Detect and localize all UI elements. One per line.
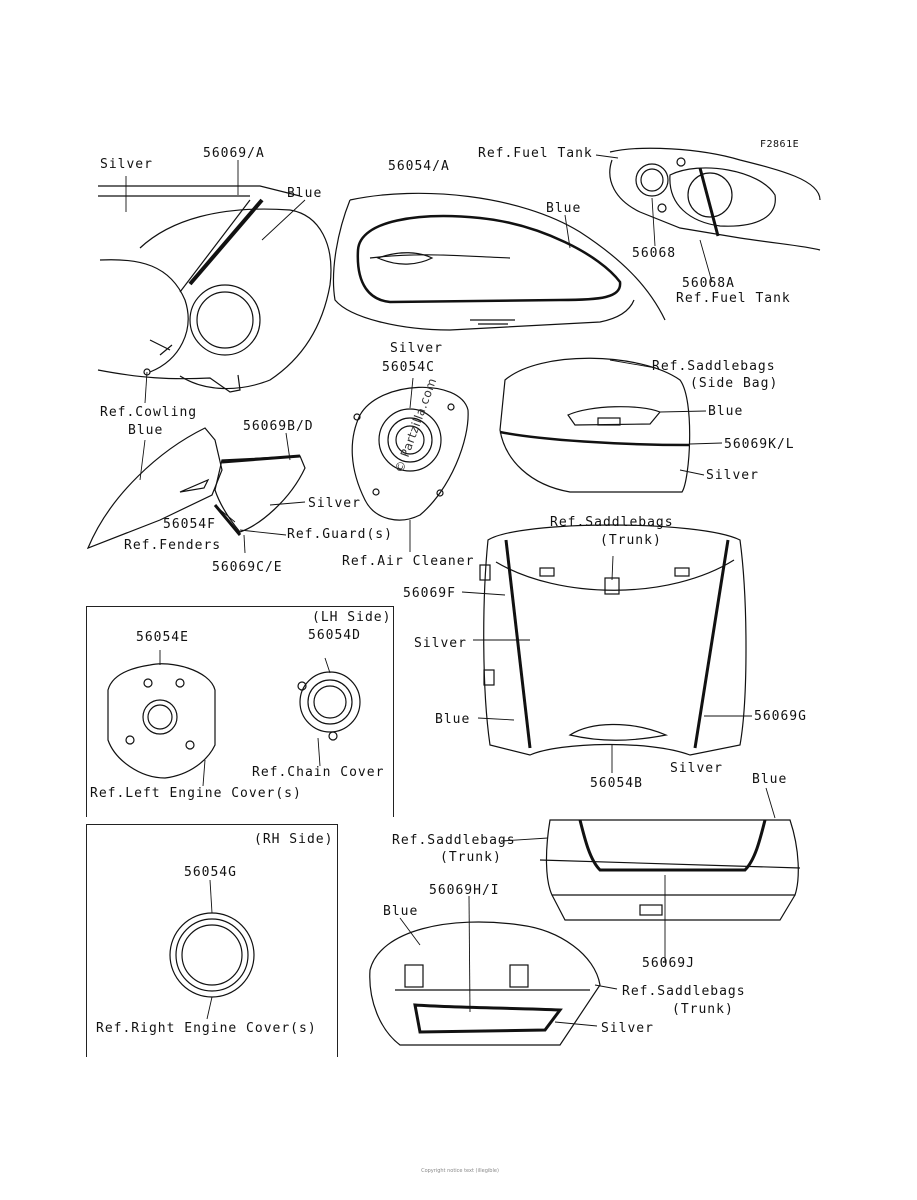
label-56069j: 56069J xyxy=(642,956,695,971)
label-56069kl: 56069K/L xyxy=(724,437,795,452)
diagram-id: F2861E xyxy=(760,139,800,150)
label-ref-left-engine: Ref.Left Engine Cover(s) xyxy=(90,786,302,801)
label-blue-cowl: Blue xyxy=(287,186,323,201)
label-trunk-1: (Trunk) xyxy=(600,533,662,548)
label-side-bag: (Side Bag) xyxy=(690,376,779,391)
label-56068: 56068 xyxy=(632,246,677,261)
label-blue-trunk-side: Blue xyxy=(383,904,419,919)
label-56054f: 56054F xyxy=(163,517,216,532)
label-56069ce: 56069C/E xyxy=(212,560,283,575)
trunk-front-drawing xyxy=(479,524,747,756)
label-silver-ac: Silver xyxy=(390,341,443,356)
label-silver-trunk-2: Silver xyxy=(670,761,723,776)
label-blue-trunk-top: Blue xyxy=(752,772,788,787)
label-ref-saddlebags-side: Ref.Saddlebags xyxy=(652,359,776,374)
label-ref-fenders: Ref.Fenders xyxy=(124,538,222,553)
label-ref-cowling: Ref.Cowling xyxy=(100,405,198,420)
label-56054c: 56054C xyxy=(382,360,435,375)
label-silver-trunk: Silver xyxy=(414,636,467,651)
label-56054g: 56054G xyxy=(184,865,237,880)
label-silver-guard: Silver xyxy=(308,496,361,511)
label-56069g: 56069G xyxy=(754,709,807,724)
fuel-cap-detail xyxy=(609,147,821,251)
label-ref-chain-cover: Ref.Chain Cover xyxy=(252,765,385,780)
label-ref-fuel-tank-1: Ref.Fuel Tank xyxy=(478,146,593,161)
label-ref-right-engine: Ref.Right Engine Cover(s) xyxy=(96,1021,317,1036)
rh-side-panel-frame xyxy=(86,824,338,1057)
label-blue-side: Blue xyxy=(708,404,744,419)
trunk-rear-drawing xyxy=(539,819,801,921)
fuel-tank-drawing xyxy=(332,192,666,331)
lh-side-panel-frame xyxy=(86,606,394,817)
leader-lines xyxy=(125,154,776,1027)
label-56069hi: 56069H/I xyxy=(429,883,500,898)
label-trunk-3: (Trunk) xyxy=(672,1002,734,1017)
label-56054d: 56054D xyxy=(308,628,361,643)
label-56054b: 56054B xyxy=(590,776,643,791)
copyright-footer: Copyright notice text (illegible) xyxy=(421,1168,499,1174)
label-rh-side: (RH Side) xyxy=(254,832,334,847)
label-56069bd: 56069B/D xyxy=(243,419,314,434)
label-56069f: 56069F xyxy=(403,586,456,601)
side-bag-drawing xyxy=(499,357,691,493)
label-ref-saddlebags-trunk-1: Ref.Saddlebags xyxy=(550,515,674,530)
label-blue-fender: Blue xyxy=(128,423,164,438)
label-ref-fuel-tank-2: Ref.Fuel Tank xyxy=(676,291,791,306)
lh-side-covers-drawing xyxy=(107,663,361,779)
label-silver-side: Silver xyxy=(706,468,759,483)
label-ref-air-cleaner: Ref.Air Cleaner xyxy=(342,554,475,569)
label-trunk-2: (Trunk) xyxy=(440,850,502,865)
label-56054e: 56054E xyxy=(136,630,189,645)
air-cleaner-drawing xyxy=(351,386,469,521)
trunk-side-drawing xyxy=(369,921,601,1046)
label-silver-trunk-side: Silver xyxy=(601,1021,654,1036)
label-56069a: 56069/A xyxy=(203,146,265,161)
label-56068a: 56068A xyxy=(682,276,735,291)
label-silver-cowl: Silver xyxy=(100,157,153,172)
label-lh-side: (LH Side) xyxy=(312,610,392,625)
cowling-drawing xyxy=(97,185,332,393)
label-ref-saddlebags-trunk-3: Ref.Saddlebags xyxy=(622,984,746,999)
label-blue-trunk: Blue xyxy=(435,712,471,727)
label-ref-saddlebags-trunk-2: Ref.Saddlebags xyxy=(392,833,516,848)
label-blue-tank: Blue xyxy=(546,201,582,216)
label-56054a: 56054/A xyxy=(388,159,450,174)
label-ref-guard: Ref.Guard(s) xyxy=(287,527,393,542)
